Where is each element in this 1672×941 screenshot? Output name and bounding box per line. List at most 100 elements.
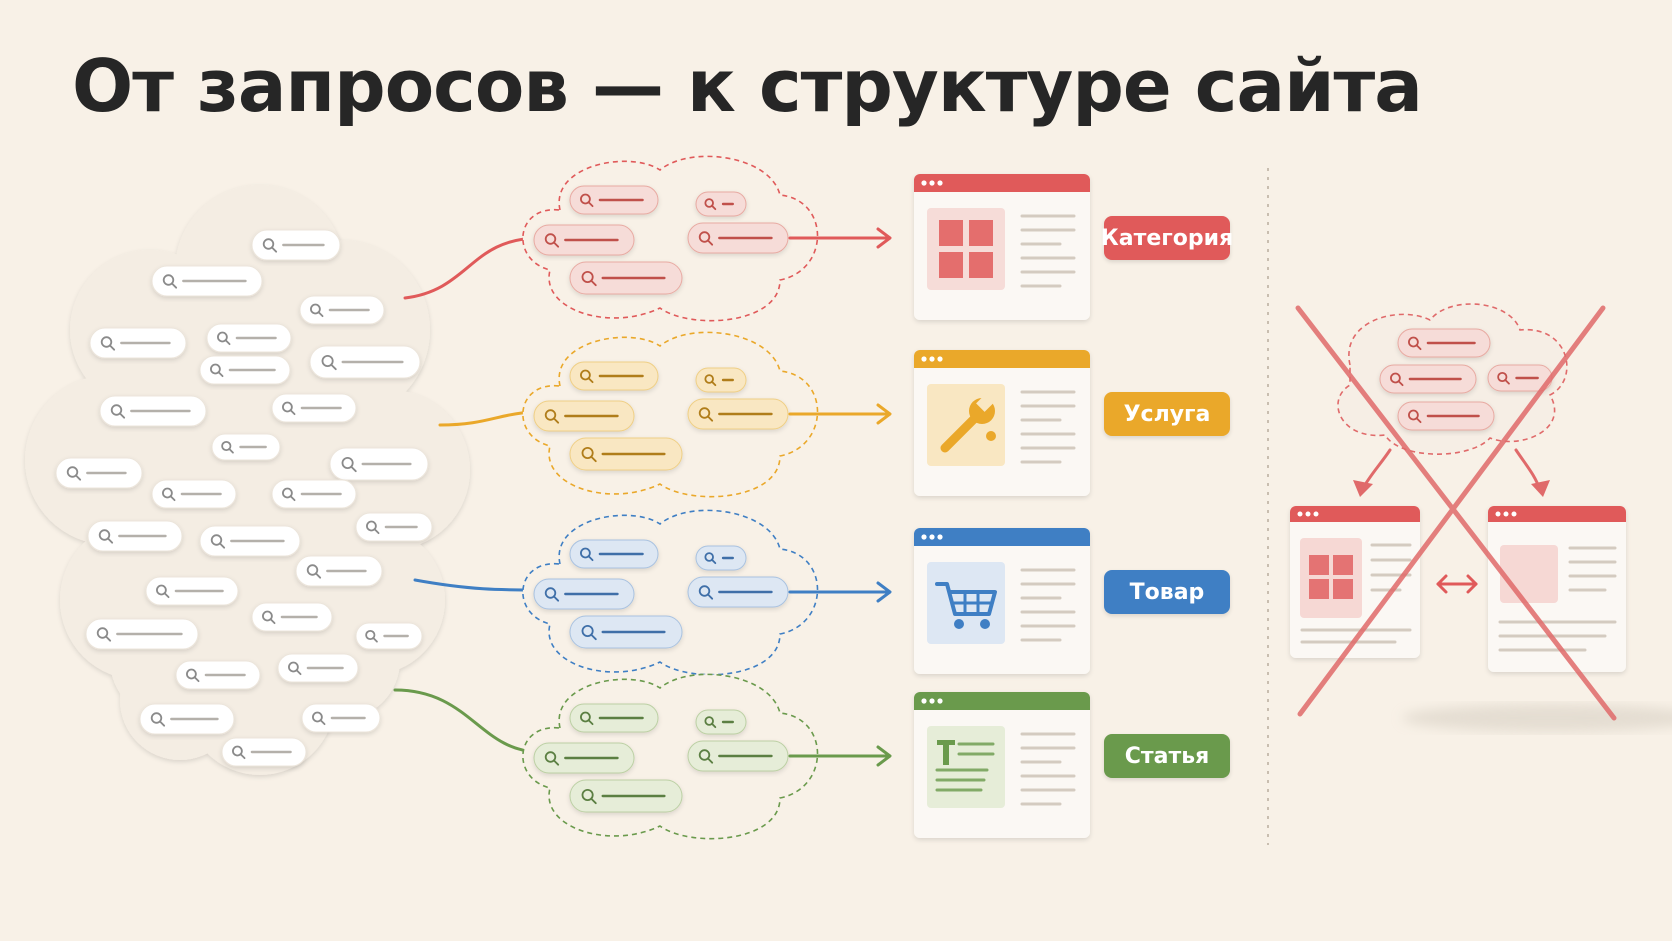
search-icon — [366, 520, 380, 535]
search-icon — [186, 668, 200, 683]
search-icon — [704, 552, 717, 565]
search-query-pill — [355, 622, 423, 650]
search-query-pill — [87, 520, 183, 552]
search-query-pill — [99, 395, 207, 427]
search-icon — [698, 231, 714, 246]
page-cards — [914, 174, 1090, 838]
search-icon — [581, 788, 597, 805]
search-query-pill — [687, 576, 789, 608]
unsorted-queries — [55, 229, 433, 767]
tag-service: Услуга — [1104, 392, 1230, 436]
search-query-pill — [151, 479, 237, 509]
text-lines — [1020, 732, 1076, 806]
search-query-pill — [211, 433, 281, 461]
search-query-pill — [175, 660, 261, 690]
search-icon — [66, 466, 82, 481]
query-cluster-category — [522, 155, 819, 322]
search-query-pill — [569, 615, 683, 649]
search-icon — [698, 749, 714, 764]
search-icon — [581, 624, 597, 641]
search-icon — [217, 331, 231, 346]
search-icon — [704, 374, 717, 387]
page-card-article — [914, 692, 1090, 838]
search-query-pill — [687, 398, 789, 430]
search-icon — [312, 711, 326, 726]
search-query-pill — [301, 703, 381, 733]
search-query-pill — [355, 512, 433, 542]
anti-pattern — [1290, 303, 1672, 732]
anti-pattern-queries — [1379, 328, 1553, 431]
query-cluster-article — [522, 673, 819, 840]
cluster-to-page-arrows — [788, 227, 892, 767]
competing-page-left — [1290, 506, 1420, 658]
wrench-icon — [940, 392, 996, 453]
search-query-pill — [569, 185, 659, 215]
text-lines — [1020, 214, 1076, 288]
search-query-pill — [295, 555, 383, 587]
search-icon — [341, 456, 357, 473]
search-query-pill — [55, 457, 143, 489]
search-icon — [580, 193, 594, 208]
search-query-pill — [569, 261, 683, 295]
search-query-pill — [277, 653, 359, 683]
search-icon — [232, 745, 246, 760]
search-icon — [156, 584, 170, 599]
split-arrowheads — [1353, 480, 1550, 497]
search-icon — [262, 610, 276, 625]
shopping-cart-icon — [935, 582, 997, 629]
search-icon — [544, 587, 560, 602]
query-clusters — [522, 155, 819, 840]
search-icon — [704, 198, 717, 211]
search-query-pill — [329, 447, 429, 481]
search-query-pill — [206, 323, 292, 353]
search-icon — [162, 274, 178, 289]
search-query-pill — [1397, 328, 1491, 358]
search-query-pill — [309, 345, 421, 379]
search-query-pill — [251, 229, 341, 261]
search-query-pill — [299, 295, 385, 325]
double-arrow-icon — [1436, 574, 1478, 594]
search-icon — [306, 564, 322, 579]
search-query-pill — [271, 479, 357, 509]
search-icon — [544, 233, 560, 248]
text-lines — [1020, 568, 1076, 642]
search-query-pill — [139, 703, 235, 735]
search-icon — [210, 534, 226, 549]
search-icon — [580, 547, 594, 562]
search-icon — [98, 529, 114, 544]
search-icon — [580, 711, 594, 726]
search-icon — [581, 270, 597, 287]
search-icon — [150, 712, 166, 727]
text-document-icon — [935, 740, 995, 792]
search-query-pill — [695, 367, 747, 393]
connector-arrowheads — [528, 228, 542, 762]
search-icon — [100, 336, 116, 351]
search-query-pill — [145, 576, 239, 606]
search-query-pill — [695, 709, 747, 735]
split-arrows — [1360, 448, 1542, 492]
cross-out-icon — [1295, 305, 1617, 721]
search-query-pill — [271, 393, 357, 423]
search-query-pill — [533, 400, 635, 432]
search-icon — [282, 401, 296, 416]
search-query-pill — [1379, 364, 1477, 394]
search-icon — [698, 585, 714, 600]
search-query-pill — [221, 737, 307, 767]
search-query-pill — [199, 525, 301, 557]
search-query-pill — [199, 355, 291, 385]
search-icon — [1497, 371, 1510, 385]
tag-category: Категория — [1101, 216, 1233, 260]
search-icon — [110, 404, 126, 419]
page-title: От запросов — к структуре сайта — [72, 44, 1423, 128]
page-card-category — [914, 174, 1090, 320]
page-card-product — [914, 528, 1090, 674]
search-icon — [162, 487, 176, 502]
text-lines — [1020, 390, 1076, 464]
search-query-pill — [89, 327, 187, 359]
search-query-pill — [695, 191, 747, 217]
search-query-pill — [569, 437, 683, 471]
search-icon — [580, 369, 594, 384]
search-icon — [1408, 409, 1422, 424]
search-icon — [221, 440, 234, 454]
